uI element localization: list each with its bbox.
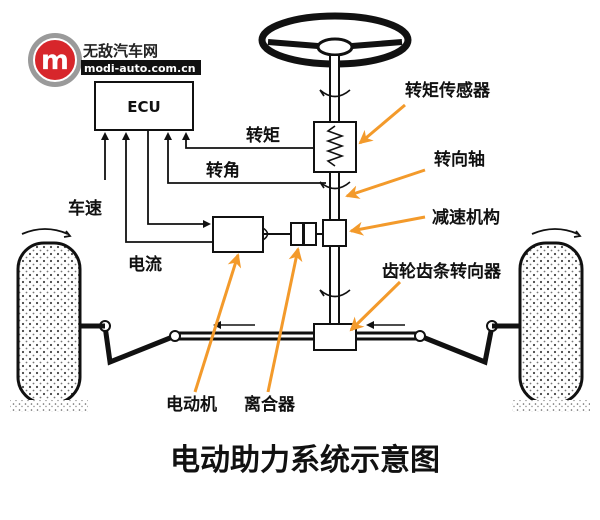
label-current: 电流 bbox=[128, 254, 162, 275]
label-angle: 转角 bbox=[206, 160, 240, 181]
label-steering-shaft: 转向轴 bbox=[434, 149, 485, 170]
site-logo: m 无敌汽车网 modi-auto.com.cn bbox=[28, 33, 201, 87]
ecu-label: ECU bbox=[127, 98, 160, 116]
label-reducer: 减速机构 bbox=[432, 207, 500, 228]
logo-site-name: 无敌汽车网 bbox=[82, 42, 158, 60]
annotation-arrows bbox=[193, 103, 426, 393]
right-wheel bbox=[512, 228, 590, 412]
clutch bbox=[290, 222, 323, 246]
steering-shaft bbox=[319, 54, 351, 325]
ecu-box: ECU bbox=[94, 81, 194, 131]
label-rack-pinion: 齿轮齿条转向器 bbox=[382, 261, 502, 282]
signal-wires bbox=[101, 130, 326, 243]
label-torque: 转矩 bbox=[246, 125, 280, 146]
label-torque-sensor: 转矩传感器 bbox=[405, 80, 491, 101]
logo-letter: m bbox=[41, 45, 69, 76]
rack-and-pinion bbox=[80, 320, 520, 366]
label-motor: 电动机 bbox=[166, 394, 217, 415]
label-clutch: 离合器 bbox=[244, 394, 296, 415]
logo-site-url: modi-auto.com.cn bbox=[84, 62, 196, 75]
reducer-box bbox=[322, 219, 347, 247]
left-wheel bbox=[10, 228, 88, 412]
label-vehicle-speed: 车速 bbox=[68, 198, 102, 219]
torque-sensor bbox=[313, 121, 357, 173]
diagram-title: 电动助力系统示意图 bbox=[170, 443, 440, 478]
motor bbox=[212, 216, 291, 253]
